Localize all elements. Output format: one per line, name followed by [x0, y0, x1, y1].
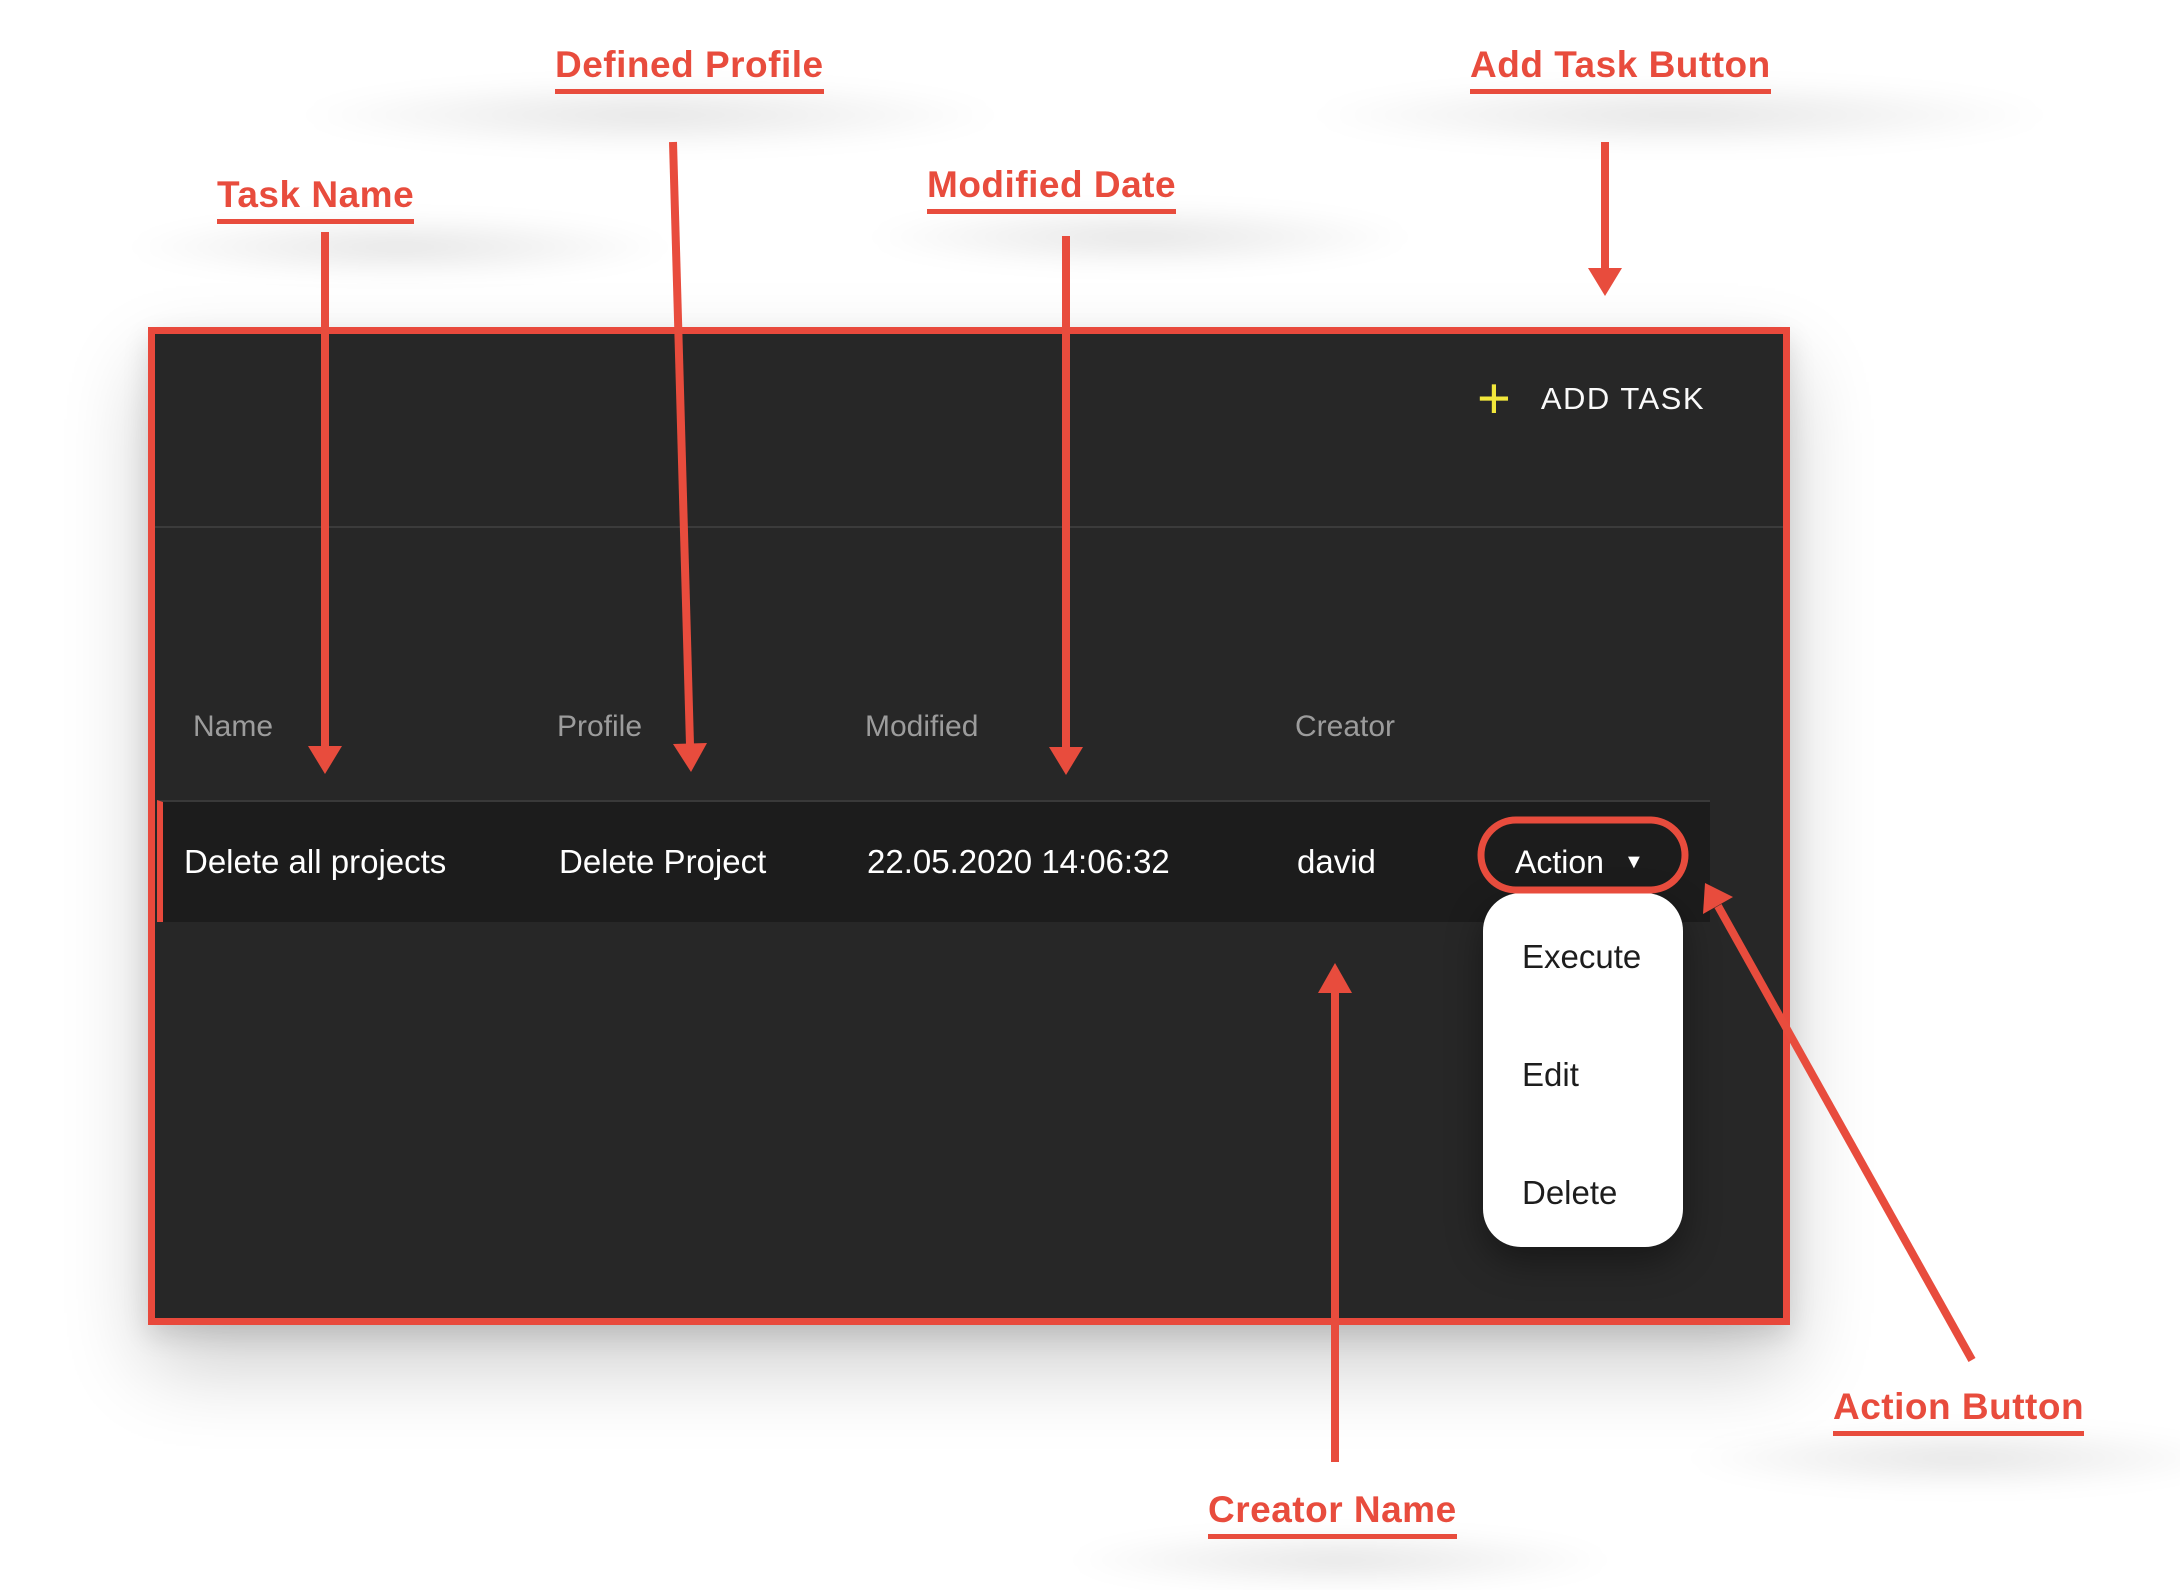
table-row[interactable]: Delete all projects Delete Project 22.05… [157, 800, 1710, 922]
shadow-blob [860, 205, 1420, 269]
column-header-modified: Modified [865, 710, 979, 743]
action-button[interactable]: Action ▼ [1487, 829, 1644, 895]
column-header-name: Name [193, 710, 274, 743]
chevron-down-icon: ▼ [1623, 851, 1644, 873]
column-header-creator: Creator [1295, 710, 1396, 743]
annotation-add-task-button: Add Task Button [1470, 44, 1771, 94]
modified-cell: 22.05.2020 14:06:32 [867, 843, 1170, 880]
table-header-row: Name Profile Modified Creator [155, 687, 1783, 767]
add-task-arrow [1588, 142, 1622, 296]
action-dropdown-menu: Execute Edit Delete [1483, 893, 1683, 1247]
add-task-button[interactable]: + ADD TASK [1477, 366, 1705, 432]
profile-cell: Delete Project [559, 843, 767, 880]
action-cell: Action ▼ [1487, 829, 1710, 895]
plus-icon: + [1476, 366, 1511, 431]
annotation-action-button: Action Button [1833, 1386, 2085, 1436]
creator-cell: david [1297, 843, 1376, 880]
task-name-cell: Delete all projects [184, 843, 447, 880]
add-task-label: ADD TASK [1540, 381, 1705, 416]
toolbar: + ADD TASK [155, 334, 1783, 526]
shadow-blob [120, 215, 680, 279]
toolbar-divider [155, 526, 1783, 528]
column-header-profile: Profile [557, 710, 643, 743]
annotation-defined-profile: Defined Profile [555, 44, 824, 94]
menu-item-execute[interactable]: Execute [1522, 938, 1642, 975]
action-button-label: Action [1515, 843, 1604, 880]
shadow-blob [1060, 1530, 1620, 1590]
menu-item-edit[interactable]: Edit [1522, 1056, 1579, 1093]
annotation-task-name: Task Name [217, 174, 415, 224]
annotation-modified-date: Modified Date [927, 164, 1177, 214]
annotation-creator-name: Creator Name [1208, 1489, 1457, 1539]
menu-item-delete[interactable]: Delete [1522, 1174, 1618, 1211]
